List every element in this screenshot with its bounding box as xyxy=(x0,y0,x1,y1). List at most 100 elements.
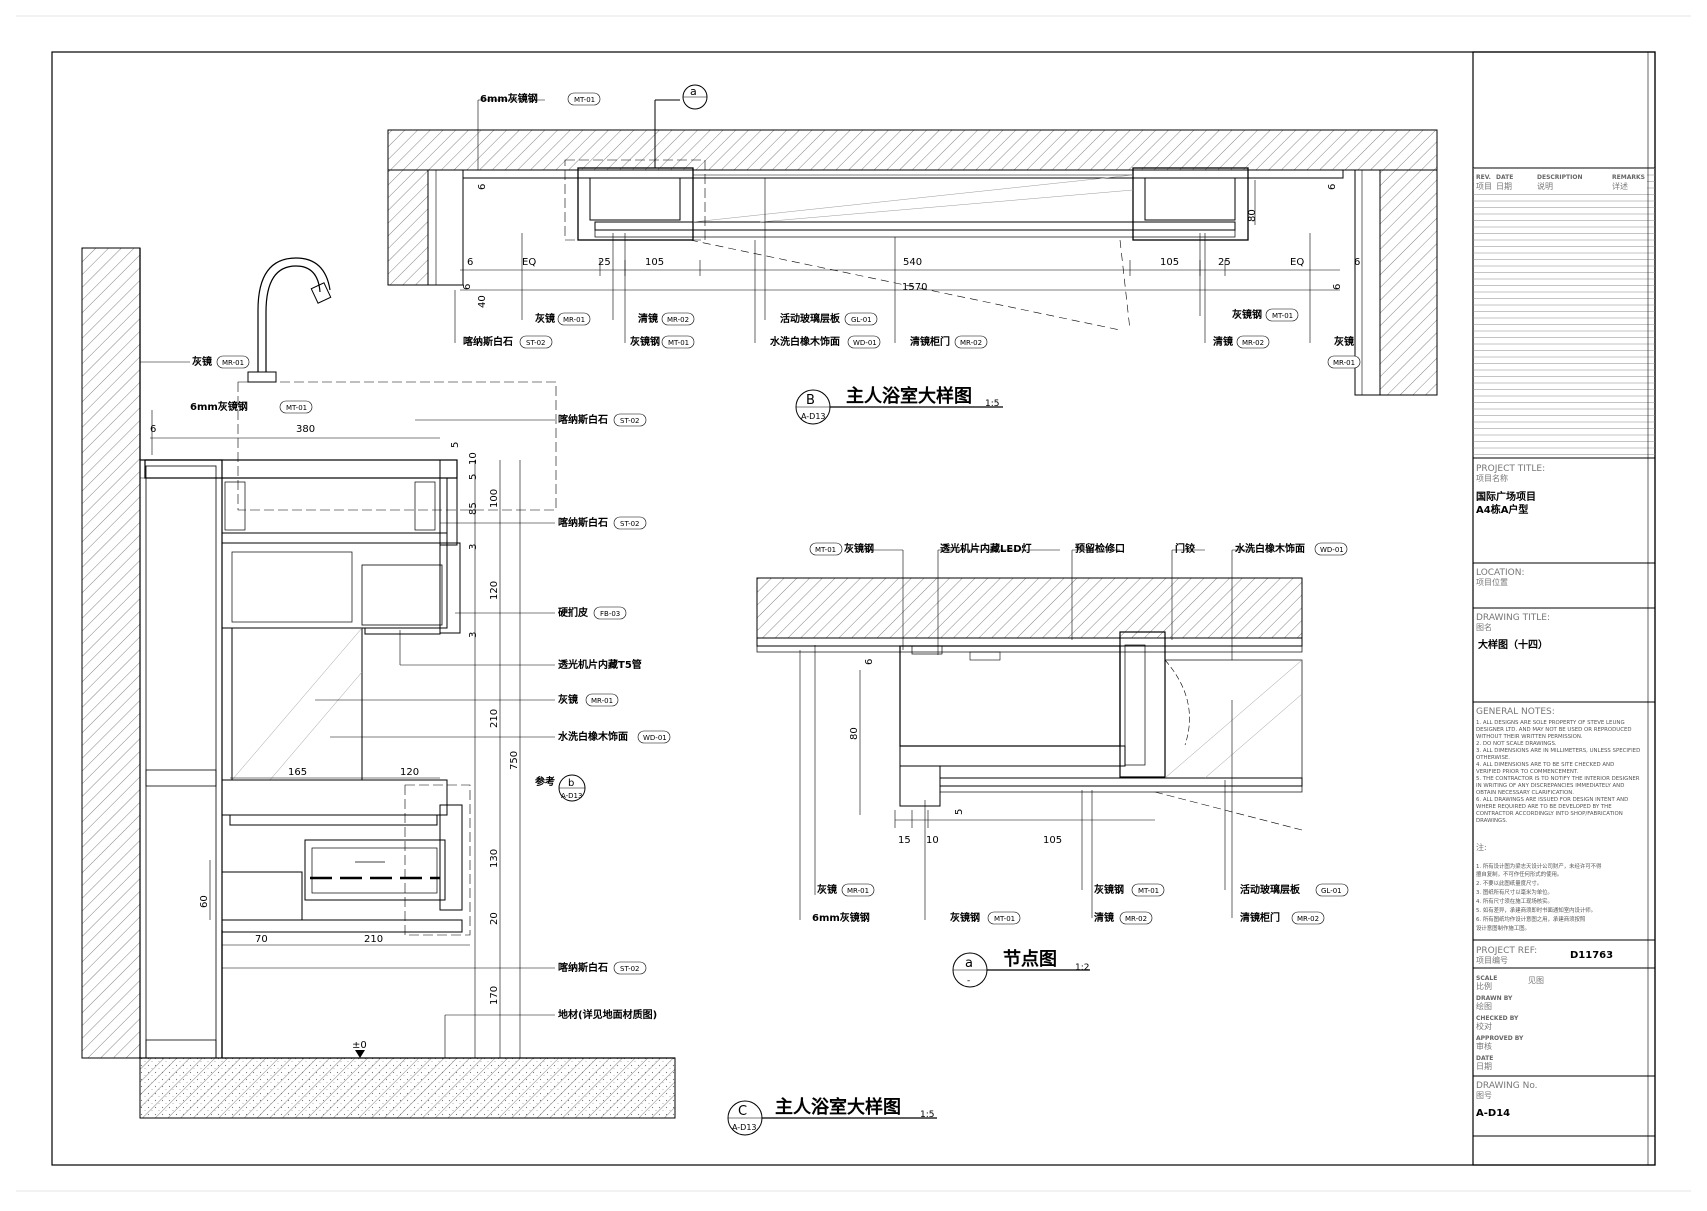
section-c-ref-sheet: A-D13 xyxy=(561,792,582,800)
plan-b-dim: 6 xyxy=(467,257,473,268)
tb-drawing-no-cn: 图号 xyxy=(1476,1091,1492,1100)
plan-b-dim: 25 xyxy=(598,257,611,268)
material-tag: MT-01 xyxy=(815,546,836,554)
plan-b-marker-letter: B xyxy=(806,393,815,408)
section-c-scale: 1:5 xyxy=(920,1110,934,1120)
detail-a-marker-letter: a xyxy=(965,956,973,971)
level-mark: ±0 xyxy=(352,1040,367,1051)
detail-a-label: 清镜柜门 xyxy=(1240,911,1280,924)
tb-note-cn: 3. 图纸所有尺寸以毫米为单位。 xyxy=(1476,888,1553,896)
section-c-marker-ref: A-D13 xyxy=(732,1123,757,1132)
section-c-label: 灰镜 xyxy=(558,693,578,706)
plan-b-dims: 6 EQ 25 105 540 105 25 EQ 6 1570 6 40 6 … xyxy=(462,184,1360,308)
material-tag: MR-02 xyxy=(1242,339,1264,347)
tb-approved-by-cn: 审核 xyxy=(1476,1041,1492,1051)
tb-note-cn: 1. 所有设计图为梁志天设计公司财产，未经许可不得 xyxy=(1476,862,1602,870)
material-tag: MR-01 xyxy=(222,359,244,367)
material-tag: MT-01 xyxy=(574,96,595,104)
plan-b-label: 灰镜钢 xyxy=(1232,308,1262,321)
tb-remarks-cn: 详述 xyxy=(1612,181,1628,191)
detail-a-title: 节点图 xyxy=(1003,948,1057,970)
plan-b-section-marker: a xyxy=(654,84,708,168)
section-c-label: 水洗白橡木饰面 xyxy=(557,730,628,743)
tb-drawn-by-en: DRAWN BY xyxy=(1476,995,1513,1002)
plan-b-label: 水洗白橡木饰面 xyxy=(769,335,840,348)
tb-note-cn: 2. 不要以此图纸量度尺寸。 xyxy=(1476,879,1542,887)
section-c-dim-v: 5 xyxy=(450,442,461,448)
plan-b-dim: EQ xyxy=(522,257,536,268)
plan-b-title: 主人浴室大样图 xyxy=(846,385,972,407)
tb-drawing-title: 大样图（十四） xyxy=(1478,638,1548,651)
plan-b-label: 清镜 xyxy=(1213,335,1233,348)
plan-b-dim-v: 80 xyxy=(1247,209,1258,222)
plan-b-dim: 105 xyxy=(1160,257,1179,268)
section-c-label: 喀纳斯白石 xyxy=(558,413,608,426)
plan-b-label: 灰镜 xyxy=(535,312,555,325)
detail-a-label: 水洗白橡木饰面 xyxy=(1234,542,1305,555)
material-tag: GL-01 xyxy=(851,316,872,324)
detail-a-dim: 10 xyxy=(926,835,939,846)
detail-a-label: 清镜 xyxy=(1094,911,1114,924)
section-c-dim-v: 3 xyxy=(468,632,479,638)
section-c-marker-letter: C xyxy=(738,1104,747,1119)
plan-b-dim: 105 xyxy=(645,257,664,268)
plan-b-dim-v: 40 xyxy=(477,295,488,308)
plan-b-dim-v: 6 xyxy=(462,284,473,290)
material-tag: ST-02 xyxy=(620,965,640,973)
detail-a-label: 灰镜 xyxy=(817,883,837,896)
section-c-labels: 灰镜 MR-01 6mm灰镜钢 MT-01 喀纳斯白石 ST-02 喀纳斯白石 … xyxy=(140,355,671,1058)
detail-a-label: 活动玻璃层板 xyxy=(1240,883,1301,896)
tb-desc: DESCRIPTION xyxy=(1537,174,1583,181)
tb-note-cn: 6. 所有图纸均作设计意图之用，承建商须按照 xyxy=(1476,915,1586,923)
plan-b-label: 喀纳斯白石 xyxy=(463,335,513,348)
tb-project-ref: D11763 xyxy=(1570,950,1613,961)
tb-note-en: 5. THE CONTRACTOR IS TO NOTIFY THE INTER… xyxy=(1476,776,1640,782)
tb-scale-cn: 比例 xyxy=(1476,981,1492,991)
tb-note-en: DRAWINGS. xyxy=(1476,818,1508,824)
section-c-title: 主人浴室大样图 xyxy=(775,1096,901,1118)
tb-note-en: OBTAIN NECESSARY CLARIFICATION. xyxy=(1476,790,1574,796)
plan-b-dim-v: 6 xyxy=(1332,284,1343,290)
section-c-dim-v: 100 xyxy=(489,489,500,508)
material-tag: MR-01 xyxy=(563,316,585,324)
tb-date-cn: 日期 xyxy=(1496,182,1512,191)
tb-note-en: 2. DO NOT SCALE DRAWINGS. xyxy=(1476,741,1557,747)
plan-b-dim: 6 xyxy=(1354,257,1360,268)
material-tag: MR-01 xyxy=(591,697,613,705)
section-c-label: 喀纳斯白石 xyxy=(558,516,608,529)
plan-b-dim: EQ xyxy=(1290,257,1304,268)
section-c-label: 透光机片内藏T5管 xyxy=(558,658,642,671)
tb-desc-cn: 说明 xyxy=(1537,181,1553,191)
plan-b-label: 灰镜钢 xyxy=(630,335,660,348)
detail-a-marker-ref: - xyxy=(967,976,970,986)
material-tag: WD-01 xyxy=(643,734,667,742)
section-c-dim: 165 xyxy=(288,767,307,778)
tb-note-en: IN WRITING OF ANY DISCREPANCIES IMMEDIAT… xyxy=(1476,783,1624,789)
detail-a-label: 灰镜钢 xyxy=(950,911,980,924)
tb-project-name-1: 国际广场项目 xyxy=(1476,490,1536,503)
material-tag: MR-02 xyxy=(960,339,982,347)
plan-b-marker-ref: A-D13 xyxy=(801,412,826,421)
tb-general-notes-en: GENERAL NOTES: xyxy=(1476,707,1555,717)
tb-note-en: 3. ALL DIMENSIONS ARE IN MILLIMETERS, UN… xyxy=(1476,748,1640,754)
plan-b-labels: 6mm灰镜钢 MT-01 灰镜 MR-01 喀纳斯白石 ST-02 清镜 MR-… xyxy=(454,92,1361,369)
detail-a-dim: 80 xyxy=(849,727,860,740)
plan-b-dim-v: 6 xyxy=(1327,184,1338,190)
material-tag: MR-02 xyxy=(1297,915,1319,923)
material-tag: MR-01 xyxy=(1333,359,1355,367)
material-tag: MT-01 xyxy=(1272,312,1293,320)
plan-b-dim-v: 6 xyxy=(477,184,488,190)
tb-location-en: LOCATION: xyxy=(1476,568,1525,578)
tb-checked-by-cn: 校对 xyxy=(1476,1021,1492,1031)
tb-checked-by-en: CHECKED BY xyxy=(1476,1015,1519,1022)
detail-a-dim: 5 xyxy=(954,809,965,815)
plan-b-top-label: 6mm灰镜钢 xyxy=(480,92,538,105)
material-tag: MR-01 xyxy=(847,887,869,895)
material-tag: MR-02 xyxy=(667,316,689,324)
material-tag: FB-03 xyxy=(600,610,620,618)
tb-note-en: WHERE REQUIRED ARE TO BE DEVELOPED BY TH… xyxy=(1476,804,1612,810)
section-c-dim-v: 3 xyxy=(468,544,479,550)
detail-a-label: 预留检修口 xyxy=(1075,542,1125,555)
title-block: REV. DATE DESCRIPTION REMARKS 项目 日期 说明 详… xyxy=(1474,170,1647,1119)
plan-b-scale: 1:5 xyxy=(985,399,999,409)
